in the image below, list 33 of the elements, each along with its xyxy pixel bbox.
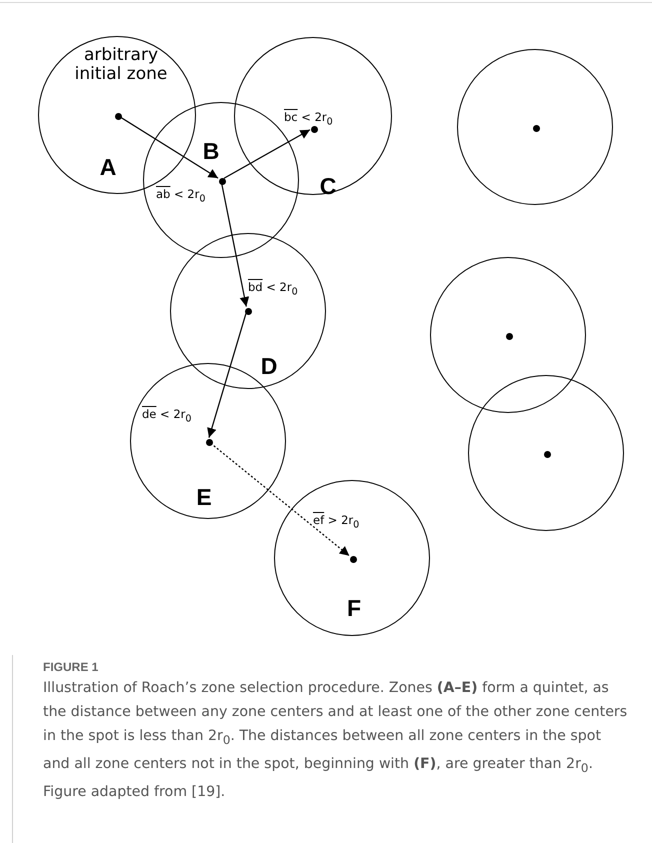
zone-circle [457, 49, 613, 205]
center-dot [506, 332, 512, 340]
arrow [221, 183, 250, 307]
edge-label: de < 2r$_{0}$ [142, 407, 192, 424]
zone-letter: A [100, 155, 116, 179]
center-dot [544, 450, 550, 458]
center-dot [532, 124, 540, 132]
zone-letter: E [196, 485, 212, 509]
center-dot [350, 556, 356, 562]
zone-circle [468, 375, 624, 531]
zone-circle [143, 102, 299, 258]
zone-circle [170, 233, 326, 389]
zone-letter: D [260, 354, 278, 378]
edge-label: ab < 2r$_{0}$ [156, 187, 206, 204]
zone-circle [234, 37, 392, 195]
edge-label: bc < 2r$_{0}$ [284, 110, 333, 128]
center-dot [310, 126, 318, 132]
center-dot [244, 308, 252, 314]
arrow [207, 313, 247, 438]
zone-circle [274, 480, 430, 636]
edge-label: bd < 2r$_{0}$ [248, 280, 298, 298]
center-dot [206, 438, 212, 446]
center-dot [218, 178, 226, 184]
caption: Illustration of Roach’s zone selection procedure. Zones (A–E) form a quintet, as the distance between any zone centers and at least one of the other zone centers in the spot is less than 2r$_{0}$. The distances between all zone centers in the spot and all zone centers not in the spot, beginning with (F), are greater than 2r$_{0}$. Figure adapted from [19]. [43, 679, 628, 802]
center-dot [114, 112, 122, 120]
zone-circle [430, 257, 586, 413]
zone-note: arbitrary initial zone [74, 46, 168, 84]
arrow [120, 116, 218, 179]
zone-letter: B [202, 139, 220, 163]
edge-label: ef > 2r$_{0}$ [313, 513, 360, 530]
zone-letter: F [346, 596, 362, 620]
arrow [224, 129, 310, 179]
figure-label: FIGURE 1 [43, 660, 98, 674]
